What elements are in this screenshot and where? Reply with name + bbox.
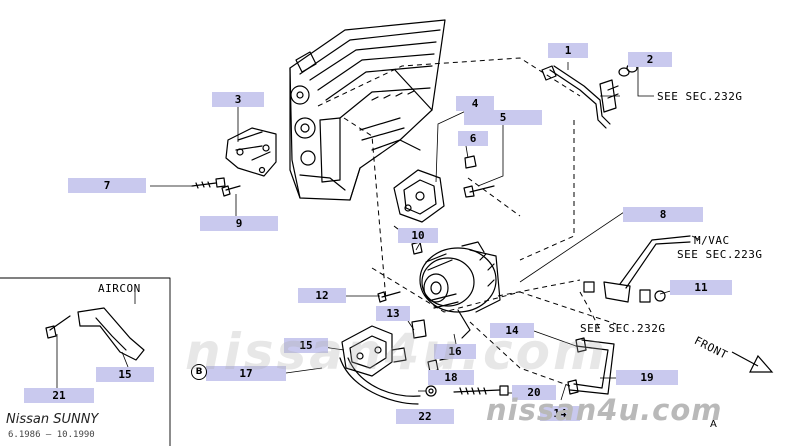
footer-model: Nissan SUNNY [6,412,99,427]
callout-17[interactable]: 17 [206,366,286,381]
callout-15-aircon[interactable]: 15 [96,367,154,382]
callout-21[interactable]: 21 [24,388,94,403]
footer-dates: 6.1986 – 10.1990 [8,430,95,440]
callout-15[interactable]: 15 [284,338,328,353]
callout-22[interactable]: 22 [396,409,454,424]
callout-4[interactable]: 4 [456,96,494,111]
callout-6[interactable]: 6 [458,131,488,146]
callout-7[interactable]: 7 [68,178,146,193]
engine-block [289,19,446,201]
callout-14-lower[interactable]: 14 [540,406,580,421]
callout-5[interactable]: 5 [464,110,542,125]
mvac-label: M/VAC [694,234,730,247]
callout-10[interactable]: 10 [398,228,438,243]
corner-label: A [710,419,717,430]
fitting-2 [599,63,638,113]
front-arrow [731,351,774,373]
bolt-5 [469,185,495,193]
watermark-logo: nissan4u.com [486,393,723,427]
bolt-9 [221,185,241,197]
bracket-3 [225,127,277,177]
callout-3[interactable]: 3 [212,92,264,107]
bolt-20 [453,385,509,396]
callout-18[interactable]: 18 [428,370,474,385]
callout-2[interactable]: 2 [628,52,672,67]
callout-13[interactable]: 13 [376,306,410,321]
vacuum-line-8 [583,235,691,303]
bracket-15 [341,325,407,377]
bracket-4 [393,169,445,223]
callout-16[interactable]: 16 [434,344,476,359]
callout-9[interactable]: 9 [200,216,278,231]
see-section-223g[interactable]: SEE SEC.223G [677,248,763,261]
washer-22 [425,385,437,397]
bolt-7 [191,177,226,189]
callout-1[interactable]: 1 [548,43,588,58]
bracket-13 [411,319,427,339]
see-section-232g-mid[interactable]: SEE SEC.232G [580,322,666,335]
fitting-11 [639,289,651,303]
callout-8[interactable]: 8 [623,207,703,222]
callout-19[interactable]: 19 [616,370,678,385]
callout-11[interactable]: 11 [670,280,732,295]
drive-belt [339,357,421,405]
circled-b-marker: B [191,364,207,380]
callout-20[interactable]: 20 [512,385,556,400]
see-section-232g-top[interactable]: SEE SEC.232G [657,90,743,103]
pipe-1 [541,65,611,129]
aircon-bracket [45,307,145,361]
hose-19 [567,337,615,395]
callout-14-upper[interactable]: 14 [490,323,534,338]
alternator [419,241,501,339]
aircon-label: AIRCON [98,282,141,295]
nut-6 [464,155,477,169]
callout-12[interactable]: 12 [298,288,346,303]
